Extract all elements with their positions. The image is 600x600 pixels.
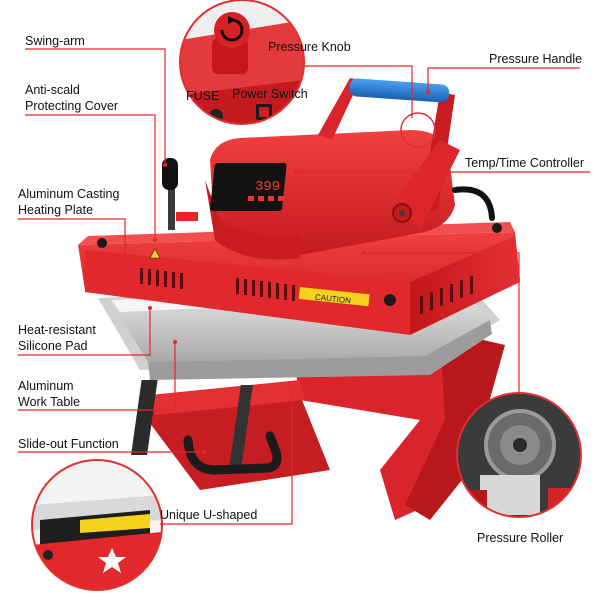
pressure-knob[interactable] bbox=[212, 12, 250, 74]
knob-callout bbox=[179, 0, 305, 125]
warning-triangle-icon bbox=[149, 248, 161, 259]
label-fuse: FUSE bbox=[186, 89, 220, 103]
svg-text:399: 399 bbox=[255, 179, 280, 195]
rotate-arrow-icon bbox=[220, 18, 244, 42]
label-pressure-roller: Pressure Roller bbox=[477, 531, 564, 545]
pressure-handle-frame bbox=[318, 78, 460, 230]
leader-aluminum-casting bbox=[18, 218, 126, 292]
leader-anti-scald bbox=[25, 114, 156, 240]
leader-swing-arm bbox=[25, 48, 166, 165]
star-cutout-icon bbox=[98, 548, 126, 573]
pressure-handle-grip[interactable] bbox=[349, 78, 450, 103]
controller-housing: 399 bbox=[205, 130, 455, 260]
heat-press-machine: CAUTION 399 bbox=[78, 78, 520, 520]
label-pressure-handle: Pressure Handle bbox=[489, 52, 583, 66]
leader-pressure-roller bbox=[364, 252, 520, 393]
pivot-highlight bbox=[400, 112, 436, 148]
label-pressure-knob: Pressure Knob bbox=[268, 40, 351, 54]
temp-time-controller[interactable]: 399 bbox=[210, 163, 287, 211]
roller-callout bbox=[456, 392, 582, 518]
leader-work-table bbox=[18, 342, 176, 411]
leader-lines bbox=[18, 48, 590, 525]
leader-u-shaped bbox=[160, 392, 293, 525]
label-aluminum-work-table: Aluminum Work Table bbox=[18, 379, 81, 409]
bolt bbox=[384, 294, 396, 306]
swing-arm-lever[interactable] bbox=[162, 158, 198, 230]
bolt bbox=[97, 238, 107, 248]
slide-out-handle[interactable] bbox=[183, 431, 282, 475]
star-cutout-icon bbox=[341, 430, 380, 463]
label-heat-resistant: Heat-resistant Silicone Pad bbox=[18, 323, 96, 353]
u-shaped-callout bbox=[31, 459, 163, 591]
bolt bbox=[492, 223, 502, 233]
vent-slots bbox=[140, 268, 473, 314]
label-anti-scald: Anti-scald Protecting Cover bbox=[25, 83, 119, 113]
power-cord bbox=[452, 186, 495, 221]
leader-pressure-handle bbox=[427, 67, 580, 92]
label-slide-out: Slide-out Function bbox=[18, 437, 119, 451]
leader-silicone-pad bbox=[18, 308, 151, 356]
label-swing-arm: Swing-arm bbox=[25, 34, 85, 48]
label-aluminum-casting: Aluminum Casting Heating Plate bbox=[18, 187, 120, 217]
caution-label: CAUTION bbox=[298, 287, 370, 307]
svg-text:CAUTION: CAUTION bbox=[315, 293, 352, 306]
slide-rails bbox=[131, 380, 253, 465]
label-unique-u-shaped: Unique U-shaped bbox=[160, 508, 258, 522]
label-power-switch: Power Switch bbox=[232, 87, 308, 101]
leader-pressure-knob bbox=[304, 65, 413, 118]
label-temp-time-controller: Temp/Time Controller bbox=[465, 156, 585, 170]
